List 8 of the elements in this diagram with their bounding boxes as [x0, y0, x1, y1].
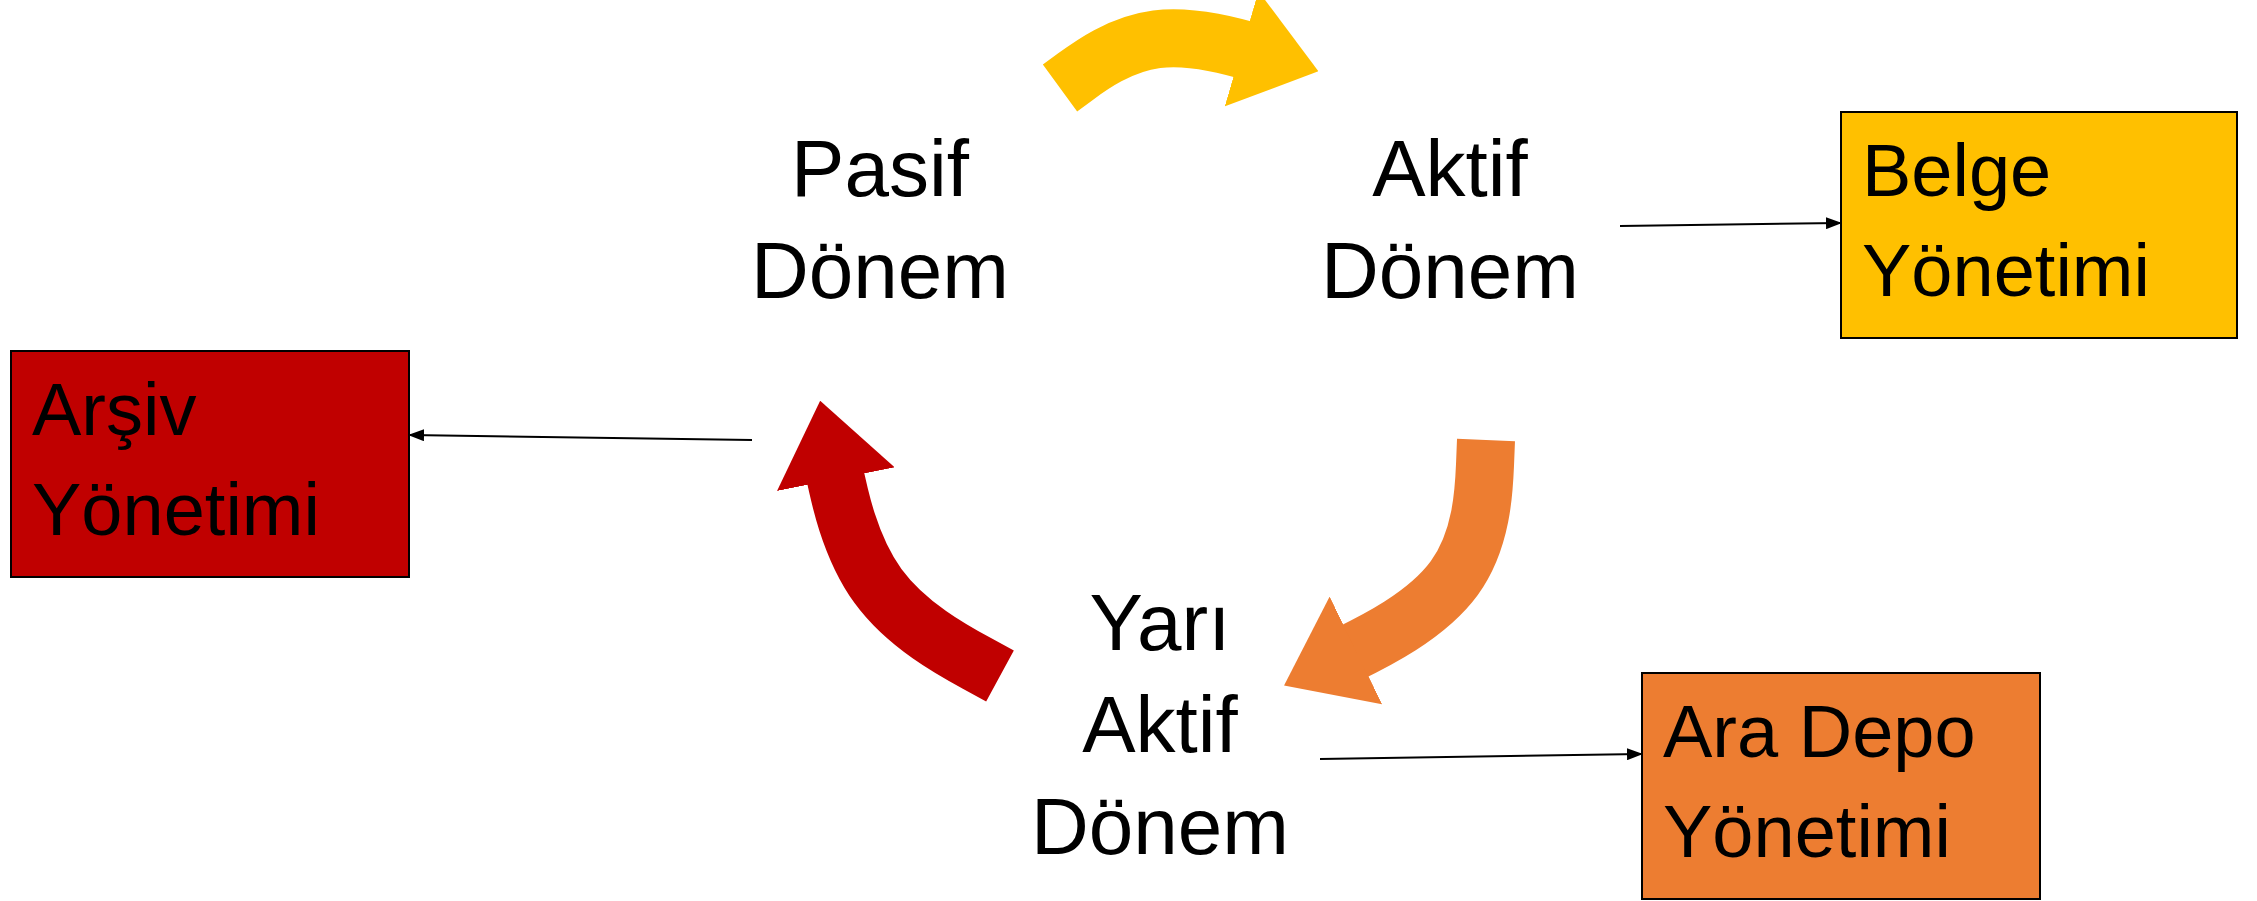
process-box: Ara Depo Yönetimi — [1641, 672, 2041, 900]
arrow — [1619, 217, 1842, 230]
process-box: Belge Yönetimi — [1840, 111, 2238, 339]
stage-label: Pasif Dönem — [740, 40, 1060, 440]
arrow — [1319, 748, 1643, 761]
process-box: Arşiv Yönetimi — [10, 350, 410, 578]
stage-label: Aktif Dönem — [1280, 60, 1620, 440]
stage-label: Yarı Aktif Dönem — [1000, 560, 1320, 890]
